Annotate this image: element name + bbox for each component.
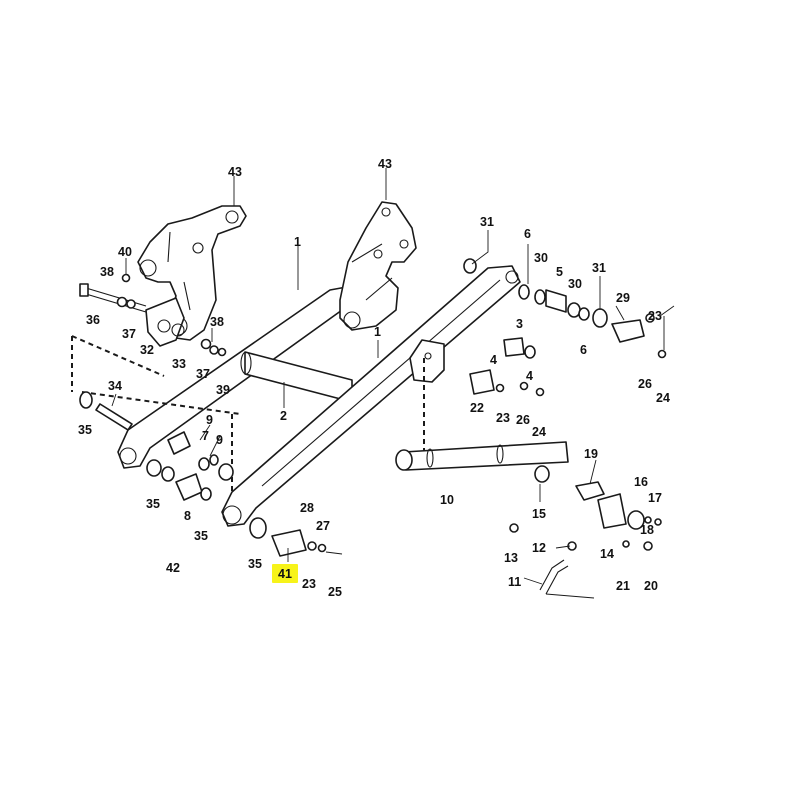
callout-31: 31 [592, 261, 606, 275]
callout-38: 38 [210, 315, 224, 329]
callout-26: 26 [638, 377, 652, 391]
left-pivot-hardware [79, 273, 234, 501]
callout-7: 7 [202, 429, 209, 443]
leader-lines [111, 168, 675, 585]
callout-5: 5 [556, 265, 563, 279]
callout-20: 20 [644, 579, 658, 593]
callout-16: 16 [634, 475, 648, 489]
hydraulic-cylinder [395, 441, 569, 483]
callout-25: 25 [328, 585, 342, 599]
callout-30: 30 [568, 277, 582, 291]
callout-21: 21 [616, 579, 630, 593]
callout-19: 19 [584, 447, 598, 461]
highlight-box-41 [272, 564, 298, 583]
callout-3: 3 [516, 317, 523, 331]
callout-14: 14 [600, 547, 614, 561]
callout-34: 34 [108, 379, 122, 393]
callout-6: 6 [524, 227, 531, 241]
callout-39: 39 [216, 383, 230, 397]
callout-40: 40 [118, 245, 132, 259]
callout-41-highlighted: 41 [278, 567, 292, 581]
callout-9: 9 [206, 413, 213, 427]
callout-29: 29 [616, 291, 630, 305]
callout-8: 8 [184, 509, 191, 523]
callout-43: 43 [378, 157, 392, 171]
callout-37: 37 [122, 327, 136, 341]
callout-9: 9 [216, 433, 223, 447]
callout-22: 22 [470, 401, 484, 415]
callout-24: 24 [656, 391, 670, 405]
callout-18: 18 [640, 523, 654, 537]
callout-15: 15 [532, 507, 546, 521]
callout-27: 27 [316, 519, 330, 533]
callout-13: 13 [504, 551, 518, 565]
alignment-lines [71, 335, 425, 492]
callout-23: 23 [496, 411, 510, 425]
callout-1: 1 [374, 325, 381, 339]
callout-36: 36 [86, 313, 100, 327]
callout-33: 33 [172, 357, 186, 371]
callout-17: 17 [648, 491, 662, 505]
callout-35: 35 [78, 423, 92, 437]
callout-31: 31 [480, 215, 494, 229]
callout-4: 4 [526, 369, 533, 383]
callout-labels: 43 43 1 1 2 40 38 36 37 32 33 38 37 39 3… [78, 157, 670, 599]
loader-main-frame [117, 201, 521, 527]
callout-26: 26 [516, 413, 530, 427]
callout-1: 1 [294, 235, 301, 249]
callout-23: 23 [302, 577, 316, 591]
callout-23: 23 [648, 309, 662, 323]
callout-11: 11 [508, 575, 521, 589]
callout-4: 4 [490, 353, 497, 367]
callout-30: 30 [534, 251, 548, 265]
callout-28: 28 [300, 501, 314, 515]
callout-35: 35 [146, 497, 160, 511]
left-upright-bracket [137, 205, 247, 341]
cylinder-mount-fittings [509, 481, 662, 599]
callout-37: 37 [196, 367, 210, 381]
front-pivot-hardware [463, 258, 667, 397]
callout-12: 12 [532, 541, 546, 555]
callout-43: 43 [228, 165, 242, 179]
callout-38: 38 [100, 265, 114, 279]
callout-6: 6 [580, 343, 587, 357]
callout-42: 42 [166, 561, 180, 575]
callout-10: 10 [440, 493, 454, 507]
callout-24: 24 [532, 425, 546, 439]
pivot-pin-41-assembly [249, 517, 343, 557]
callout-35: 35 [194, 529, 208, 543]
callout-32: 32 [140, 343, 154, 357]
callout-35: 35 [248, 557, 262, 571]
callout-2: 2 [280, 409, 287, 423]
